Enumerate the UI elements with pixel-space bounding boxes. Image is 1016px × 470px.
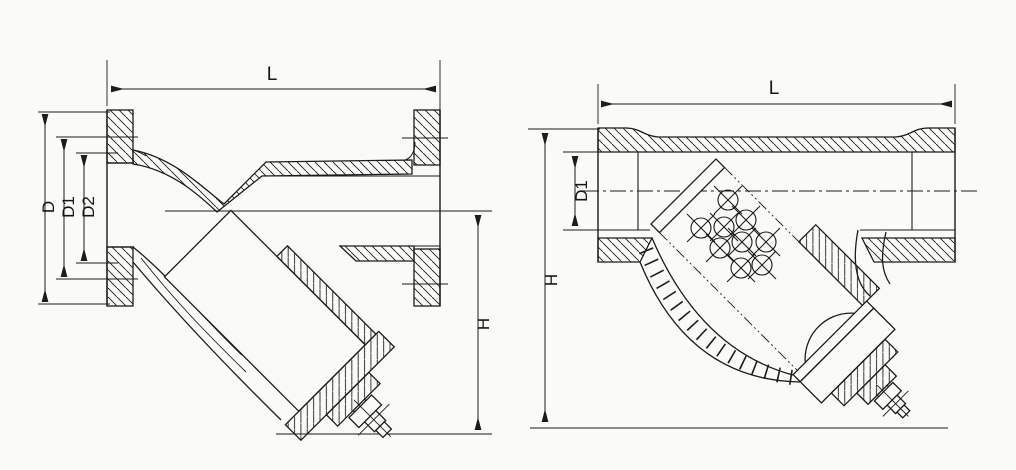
branch-curved-wall (639, 237, 801, 386)
dim-label-h: H (474, 318, 493, 330)
right-view-dimension-lines (541, 100, 952, 422)
screen-perforation-holes (686, 185, 781, 283)
body-top-wall (132, 149, 413, 213)
right-flange (402, 109, 448, 307)
dim-label-d2: D2 (79, 196, 98, 218)
dim-label-d1: D1 (59, 196, 78, 218)
screen-end-ring (650, 158, 726, 234)
left-hub-fillet (132, 149, 147, 157)
left-view-flanged-strainer: L D D1 D2 H (38, 60, 493, 442)
left-view-dimension-lines (41, 85, 482, 430)
body-bottom-wall-right (860, 237, 956, 263)
screen-phantom-line-bottom (659, 232, 819, 392)
dim-label-d1: D1 (572, 180, 591, 202)
right-view-threaded-strainer: L H D1 (528, 78, 977, 429)
dim-label-l: L (267, 64, 278, 85)
dim-label-d: D (39, 201, 58, 213)
dim-label-h: H (542, 274, 561, 286)
strainer-cartridge-assembly (163, 209, 396, 442)
body-top-wall (597, 127, 956, 153)
left-flange (106, 109, 134, 307)
screen-cap-assembly (650, 158, 911, 419)
dim-label-l: L (769, 78, 780, 99)
